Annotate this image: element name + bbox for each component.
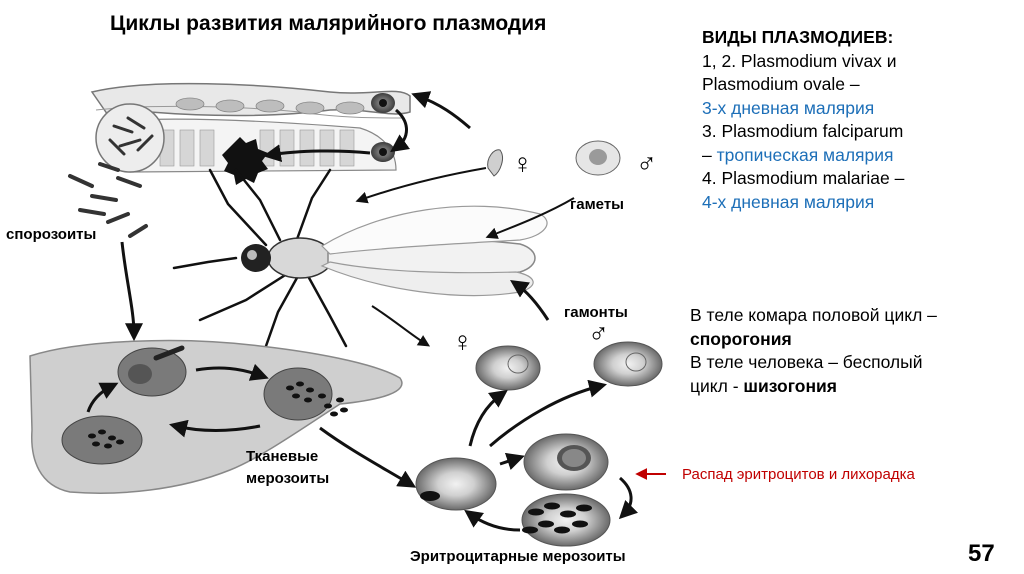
male-symbol-gamete: ♂ xyxy=(636,148,657,179)
species-heading: ВИДЫ ПЛАЗМОДИЕВ: xyxy=(702,27,894,47)
species-line-5: – тропическая малярия xyxy=(702,144,1002,168)
male-symbol-gamont: ♂ xyxy=(588,318,609,349)
label-tissue-merozoites-1: Тканевые xyxy=(246,448,319,465)
page-number: 57 xyxy=(968,540,995,567)
label-erythrocytic-merozoites: Эритроцитарные мерозоиты xyxy=(410,548,626,565)
cycle-line-1: В теле комара половой цикл – xyxy=(690,305,937,325)
species-line-7: 4-х дневная малярия xyxy=(702,191,875,212)
label-sporozoites: спорозоиты xyxy=(6,226,97,243)
species-line-5-prefix: – xyxy=(702,144,717,165)
species-line-2: Plasmodium ovale – xyxy=(702,74,860,94)
cycle-line-4-prefix: цикл - xyxy=(690,375,744,396)
cycle-line-2: спорогония xyxy=(690,328,1010,352)
sporogony-term: спорогония xyxy=(690,328,792,349)
species-list: ВИДЫ ПЛАЗМОДИЕВ: 1, 2. Plasmodium vivax … xyxy=(702,26,1002,214)
sporozoites xyxy=(68,162,148,238)
erythrocytes xyxy=(415,341,663,547)
liver xyxy=(29,339,403,494)
species-line-4: 3. Plasmodium falciparum xyxy=(702,121,904,141)
species-line-5-text: тропическая малярия xyxy=(716,144,894,165)
slide-title: Циклы развития малярийного плазмодия xyxy=(110,12,547,35)
female-symbol-gamont: ♀ xyxy=(452,326,473,357)
mosquito-midgut xyxy=(90,82,411,185)
schizogony-term: шизогония xyxy=(743,375,838,396)
cycle-line-4: цикл - шизогония xyxy=(690,375,1010,399)
species-line-6: 4. Plasmodium malariae – xyxy=(702,168,905,188)
label-gamonts: гамонты xyxy=(564,304,628,321)
fever-note: Распад эритроцитов и лихорадка xyxy=(682,466,915,483)
label-gametes: гаметы xyxy=(570,196,624,213)
cycle-description: В теле комара половой цикл – спорогония … xyxy=(690,304,1010,398)
label-tissue-merozoites-2: мерозоиты xyxy=(246,470,330,487)
gametes xyxy=(487,140,621,177)
species-line-1: 1, 2. Plasmodium vivax и xyxy=(702,50,897,71)
mosquito xyxy=(172,168,548,348)
species-line-3: 3-х дневная малярия xyxy=(702,97,875,118)
cycle-line-3: В теле человека – бесполый xyxy=(690,352,923,372)
female-symbol-gamete: ♀ xyxy=(512,148,533,179)
